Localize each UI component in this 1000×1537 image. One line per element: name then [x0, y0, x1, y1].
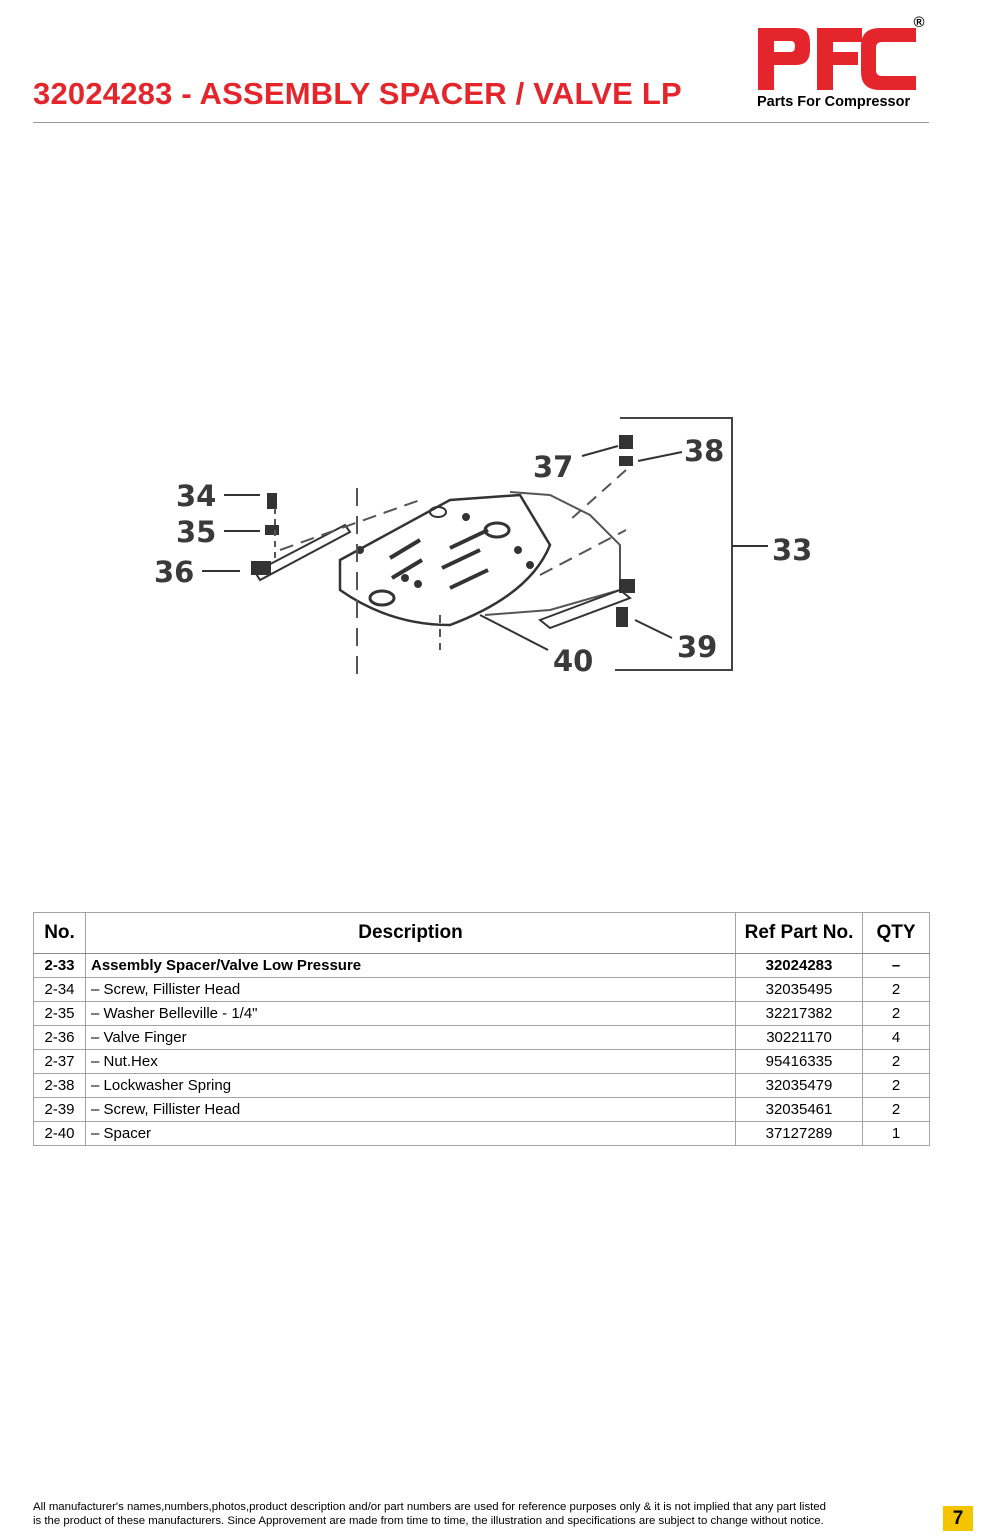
table-row: 2-37 – Nut.Hex 95416335 2 [33, 1049, 930, 1074]
cell-description: – Spacer [85, 1121, 736, 1146]
cell-no: 2-33 [33, 953, 86, 978]
pfc-logo: ® Parts For Compressor [752, 14, 932, 114]
cell-qty: 2 [862, 977, 930, 1002]
cell-qty: 1 [862, 1121, 930, 1146]
header-ref-part-no: Ref Part No. [735, 912, 863, 954]
cell-description: – Nut.Hex [85, 1049, 736, 1074]
cell-no: 2-38 [33, 1073, 86, 1098]
cell-ref: 32024283 [735, 953, 863, 978]
exploded-parts-diagram: 34 35 36 37 38 33 39 40 [154, 417, 812, 680]
page-number-badge: 7 [943, 1506, 973, 1531]
cell-no: 2-40 [33, 1121, 86, 1146]
callout-34: 34 [176, 479, 216, 513]
callout-36: 36 [154, 555, 194, 589]
table-row: 2-40 – Spacer 37127289 1 [33, 1121, 930, 1146]
cell-ref: 32035461 [735, 1097, 863, 1122]
cell-qty: 2 [862, 1049, 930, 1074]
cell-description: – Screw, Fillister Head [85, 977, 736, 1002]
cell-ref: 32217382 [735, 1001, 863, 1026]
header-divider [33, 122, 929, 123]
callout-39: 39 [677, 630, 717, 664]
header-no: No. [33, 912, 86, 954]
disclaimer-line-1: All manufacturer's names,numbers,photos,… [33, 1501, 826, 1513]
callout-38: 38 [684, 434, 724, 468]
table-row: 2-38 – Lockwasher Spring 32035479 2 [33, 1073, 930, 1098]
callout-35: 35 [176, 515, 216, 549]
page-title: 32024283 - ASSEMBLY SPACER / VALVE LP [33, 76, 682, 111]
header-qty: QTY [862, 912, 930, 954]
cell-qty: 2 [862, 1073, 930, 1098]
cell-description: Assembly Spacer/Valve Low Pressure [85, 953, 736, 978]
disclaimer-line-2: is the product of these manufacturers. S… [33, 1515, 824, 1527]
cell-ref: 32035479 [735, 1073, 863, 1098]
cell-no: 2-37 [33, 1049, 86, 1074]
callout-33: 33 [772, 533, 812, 567]
cell-qty: – [862, 953, 930, 978]
table-row: 2-34 – Screw, Fillister Head 32035495 2 [33, 977, 930, 1002]
cell-no: 2-35 [33, 1001, 86, 1026]
cell-no: 2-36 [33, 1025, 86, 1050]
spacer-plate [338, 493, 552, 627]
logo-tagline: Parts For Compressor [757, 94, 911, 110]
cell-description: – Lockwasher Spring [85, 1073, 736, 1098]
table-row: 2-33 Assembly Spacer/Valve Low Pressure … [33, 953, 930, 978]
disclaimer-footer: All manufacturer's names,numbers,photos,… [33, 1500, 933, 1528]
callout-37: 37 [533, 450, 573, 484]
cell-ref: 37127289 [735, 1121, 863, 1146]
cell-qty: 2 [862, 1001, 930, 1026]
cell-qty: 4 [862, 1025, 930, 1050]
cell-ref: 30221170 [735, 1025, 863, 1050]
cell-no: 2-39 [33, 1097, 86, 1122]
cell-description: – Washer Belleville - 1/4" [85, 1001, 736, 1026]
registered-mark: ® [913, 14, 925, 31]
cell-ref: 32035495 [735, 977, 863, 1002]
pfc-logo-mark [758, 28, 916, 90]
cell-ref: 95416335 [735, 1049, 863, 1074]
cell-description: – Screw, Fillister Head [85, 1097, 736, 1122]
callout-40: 40 [553, 644, 593, 678]
header-description: Description [85, 912, 736, 954]
parts-table: No. Description Ref Part No. QTY 2-33 As… [33, 912, 930, 1146]
cell-no: 2-34 [33, 977, 86, 1002]
cell-description: – Valve Finger [85, 1025, 736, 1050]
table-header-row: No. Description Ref Part No. QTY [33, 912, 930, 954]
table-row: 2-36 – Valve Finger 30221170 4 [33, 1025, 930, 1050]
table-row: 2-39 – Screw, Fillister Head 32035461 2 [33, 1097, 930, 1122]
cell-qty: 2 [862, 1097, 930, 1122]
table-row: 2-35 – Washer Belleville - 1/4" 32217382… [33, 1001, 930, 1026]
